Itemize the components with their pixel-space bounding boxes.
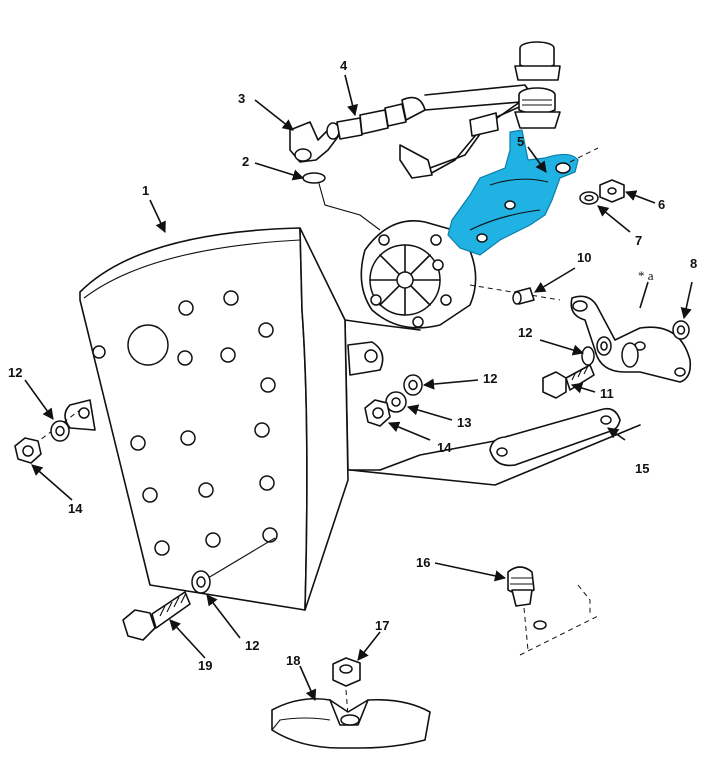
callout-16: 16 xyxy=(416,555,430,570)
callout-12-right: 12 xyxy=(518,325,532,340)
callout-19: 19 xyxy=(198,658,212,673)
block-item-18 xyxy=(271,697,431,749)
elbow-fitting xyxy=(289,121,341,163)
callout-11: 11 xyxy=(600,386,614,401)
o-ring xyxy=(302,172,326,184)
centre-fastener-stack xyxy=(364,374,423,427)
callout-12-left: 12 xyxy=(8,365,22,380)
callout-8: 8 xyxy=(690,256,697,271)
callout-3: 3 xyxy=(238,91,245,106)
callout-18: 18 xyxy=(286,653,300,668)
callout-7: 7 xyxy=(635,233,642,248)
callout-15: 15 xyxy=(635,461,649,476)
callout-14-centre: 14 xyxy=(437,440,452,455)
callout-star-a: * a xyxy=(638,268,654,283)
callout-10: 10 xyxy=(577,250,591,265)
callout-6: 6 xyxy=(658,197,665,212)
washer-item-12 xyxy=(581,346,595,366)
top-fitting-stack xyxy=(514,41,561,129)
bracket-plate xyxy=(64,227,641,611)
bolt-item-19 xyxy=(122,537,276,641)
callout-12-centre: 12 xyxy=(483,371,497,386)
callout-14-left: 14 xyxy=(68,501,83,516)
callout-12-bottom: 12 xyxy=(245,638,259,653)
spacer-item-10 xyxy=(512,287,535,305)
callout-1: 1 xyxy=(142,183,149,198)
fitting-item-16 xyxy=(507,566,601,656)
callout-13: 13 xyxy=(457,415,471,430)
bolt-item-11 xyxy=(542,364,595,399)
link-item-15 xyxy=(489,407,621,467)
left-fastener-stack xyxy=(14,409,81,464)
highlighted-bracket-item-5 xyxy=(447,129,579,256)
nut-item-17 xyxy=(332,657,361,717)
callout-labels: 1 2 3 4 5 6 7 8 10 12 12 12 12 13 14 14 … xyxy=(8,58,697,673)
link-lever xyxy=(570,295,692,383)
callout-5: 5 xyxy=(517,134,524,149)
callout-17: 17 xyxy=(375,618,389,633)
leader-lines xyxy=(24,74,693,702)
callout-2: 2 xyxy=(242,154,249,169)
hose-assembly xyxy=(336,84,536,179)
callout-4: 4 xyxy=(340,58,348,73)
pump-unit xyxy=(360,220,561,329)
nut-item-6 xyxy=(599,179,625,203)
